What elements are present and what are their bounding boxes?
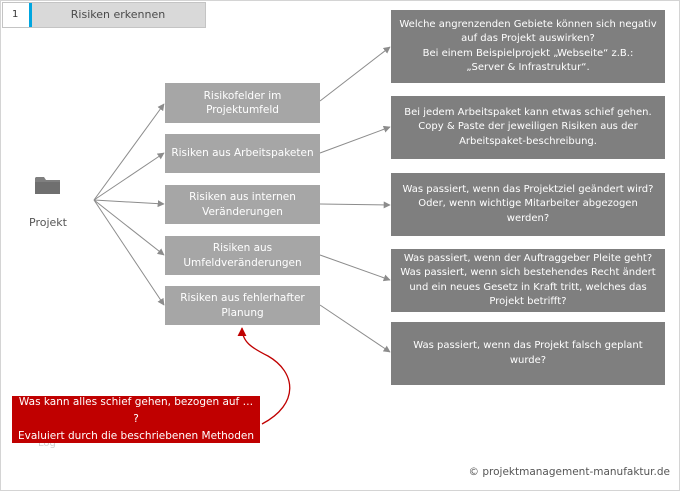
answer-box-5: Was passiert, wenn das Projekt falsch ge… [391,322,665,385]
root-label: Projekt [29,216,67,229]
answer-box-3: Was passiert, wenn das Projektziel geänd… [391,173,665,236]
title-bar: 1 Risiken erkennen [2,2,206,28]
category-fehlerhafte-planung: Risiken aus fehlerhafter Planung [165,286,320,325]
connector-root-cat3 [93,199,165,208]
connector-cat1-answer1 [319,46,391,102]
folder-icon [35,177,60,194]
copyright-credit: © projektmanagement-manufaktur.de [468,466,670,478]
answer-box-1: Welche angrenzenden Gebiete können sich … [391,10,665,83]
connector-cat4-answer4 [319,254,391,282]
connector-root-cat4 [93,199,165,256]
connector-cat2-answer2 [319,125,391,154]
diagram-title: Risiken erkennen [70,8,166,21]
answer-box-2: Bei jedem Arbeitspaket kann etwas schief… [391,96,665,159]
annotation-note: Was kann alles schief gehen, bezogen auf… [12,396,260,443]
step-number: 1 [3,3,32,27]
connector-root-cat1 [93,103,165,201]
category-interne-veraenderungen: Risiken aus internen Veränderungen [165,185,320,224]
note-arrow [237,327,291,425]
category-risikofelder: Risikofelder im Projektumfeld [165,83,320,123]
connector-root-cat2 [93,152,165,201]
connector-root-cat5 [93,199,165,306]
category-umfeldveraenderungen: Risiken aus Umfeldveränderungen [165,236,320,275]
category-arbeitspakete: Risiken aus Arbeitspaketen [165,134,320,173]
connector-cat3-answer3 [319,201,391,209]
answer-box-4: Was passiert, wenn der Auftraggeber Plei… [391,249,665,312]
faded-label: Log [38,438,56,449]
connector-cat5-answer5 [319,304,391,353]
